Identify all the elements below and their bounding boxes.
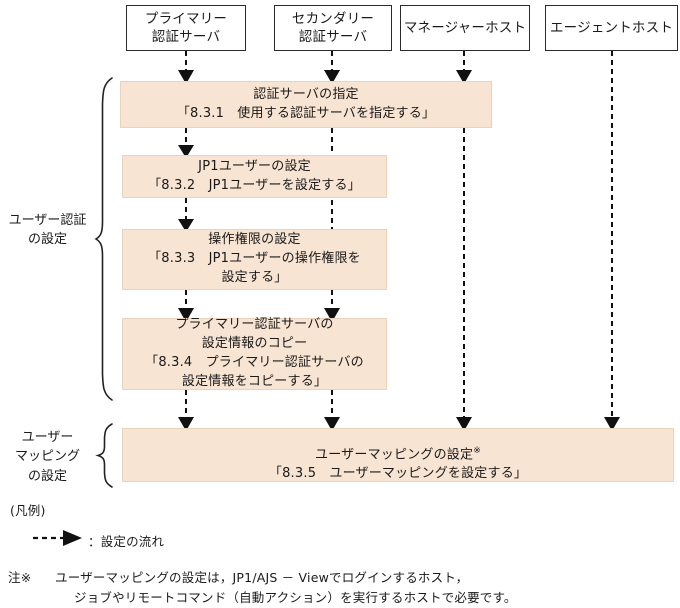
- host-box-secondary-auth-server[interactable]: セカンダリー 認証サーバ: [274, 5, 392, 51]
- lifeline-primary-auth-server: [178, 51, 194, 431]
- footnote-marker: 注※: [8, 570, 32, 585]
- host-box-agent-host-label: エージェントホスト: [549, 19, 674, 36]
- step-box-8-3-3-reference: 「8.3.3 JP1ユーザーの操作権限を 設定する」: [148, 251, 361, 285]
- footnote-line-1: ユーザーマッピングの設定は，JP1/AJS － Viewでログインするホスト，: [55, 570, 469, 585]
- host-box-manager-host[interactable]: マネージャーホスト: [400, 5, 530, 51]
- footnote-line-2: ジョブやリモートコマンド（自動アクション）を実行するホストで必要です。: [74, 590, 517, 605]
- lifeline-agent-host: [604, 51, 620, 431]
- step-box-8-3-5-reference: 「8.3.5 ユーザーマッピングを設定する」: [268, 466, 528, 482]
- host-box-manager-host-label: マネージャーホスト: [403, 19, 527, 36]
- step-box-8-3-1[interactable]: 認証サーバの指定 「8.3.1 使用する認証サーバを指定する」: [120, 81, 492, 128]
- group-label-user-mapping-text: ユーザー マッピング の設定: [14, 429, 80, 484]
- step-box-8-3-3[interactable]: 操作権限の設定 「8.3.3 JP1ユーザーの操作権限を 設定する」: [122, 229, 387, 290]
- step-box-8-3-5-heading-text: ユーザーマッピングの設定: [315, 447, 474, 463]
- step-box-8-3-3-heading: 操作権限の設定: [208, 232, 301, 248]
- group-label-user-mapping: ユーザー マッピング の設定: [0, 424, 95, 490]
- step-box-8-3-1-heading: 認証サーバの指定: [253, 86, 359, 102]
- lifeline-manager-host: [456, 51, 472, 431]
- step-box-8-3-1-reference: 「8.3.1 使用する認証サーバを指定する」: [176, 105, 436, 121]
- brace-user-mapping: [95, 423, 113, 488]
- step-box-8-3-2[interactable]: JP1ユーザーの設定 「8.3.2 JP1ユーザーを設定する」: [122, 155, 387, 198]
- step-box-8-3-5-heading: ユーザーマッピングの設定※: [315, 426, 481, 465]
- host-box-primary-auth-server-label: プライマリー 認証サーバ: [144, 10, 228, 45]
- group-label-user-authentication: ユーザー認証 の設定: [0, 205, 95, 255]
- group-label-user-authentication-text: ユーザー認証 の設定: [8, 212, 87, 248]
- step-box-8-3-4-reference: 「8.3.4 プライマリー認証サーバの 設定情報をコピーする」: [145, 355, 364, 389]
- legend-arrow-label: ：設定の流れ: [88, 534, 165, 549]
- step-box-8-3-5[interactable]: ユーザーマッピングの設定※ 「8.3.5 ユーザーマッピングを設定する」: [122, 428, 674, 482]
- host-box-secondary-auth-server-label: セカンダリー 認証サーバ: [291, 10, 375, 45]
- brace-user-authentication: [94, 77, 113, 401]
- footnote-marker-icon: ※: [473, 445, 481, 456]
- step-box-8-3-2-reference: 「8.3.2 JP1ユーザーを設定する」: [148, 177, 361, 193]
- host-box-agent-host[interactable]: エージェントホスト: [545, 5, 678, 51]
- step-box-8-3-4-heading: プライマリー認証サーバの 設定情報のコピー: [175, 317, 334, 352]
- step-box-8-3-4[interactable]: プライマリー認証サーバの 設定情報のコピー 「8.3.4 プライマリー認証サーバ…: [122, 317, 387, 390]
- host-box-primary-auth-server[interactable]: プライマリー 認証サーバ: [126, 5, 246, 51]
- legend-title: (凡例): [10, 503, 46, 518]
- step-box-8-3-2-heading: JP1ユーザーの設定: [198, 158, 311, 174]
- legend-arrow-icon: [33, 530, 82, 546]
